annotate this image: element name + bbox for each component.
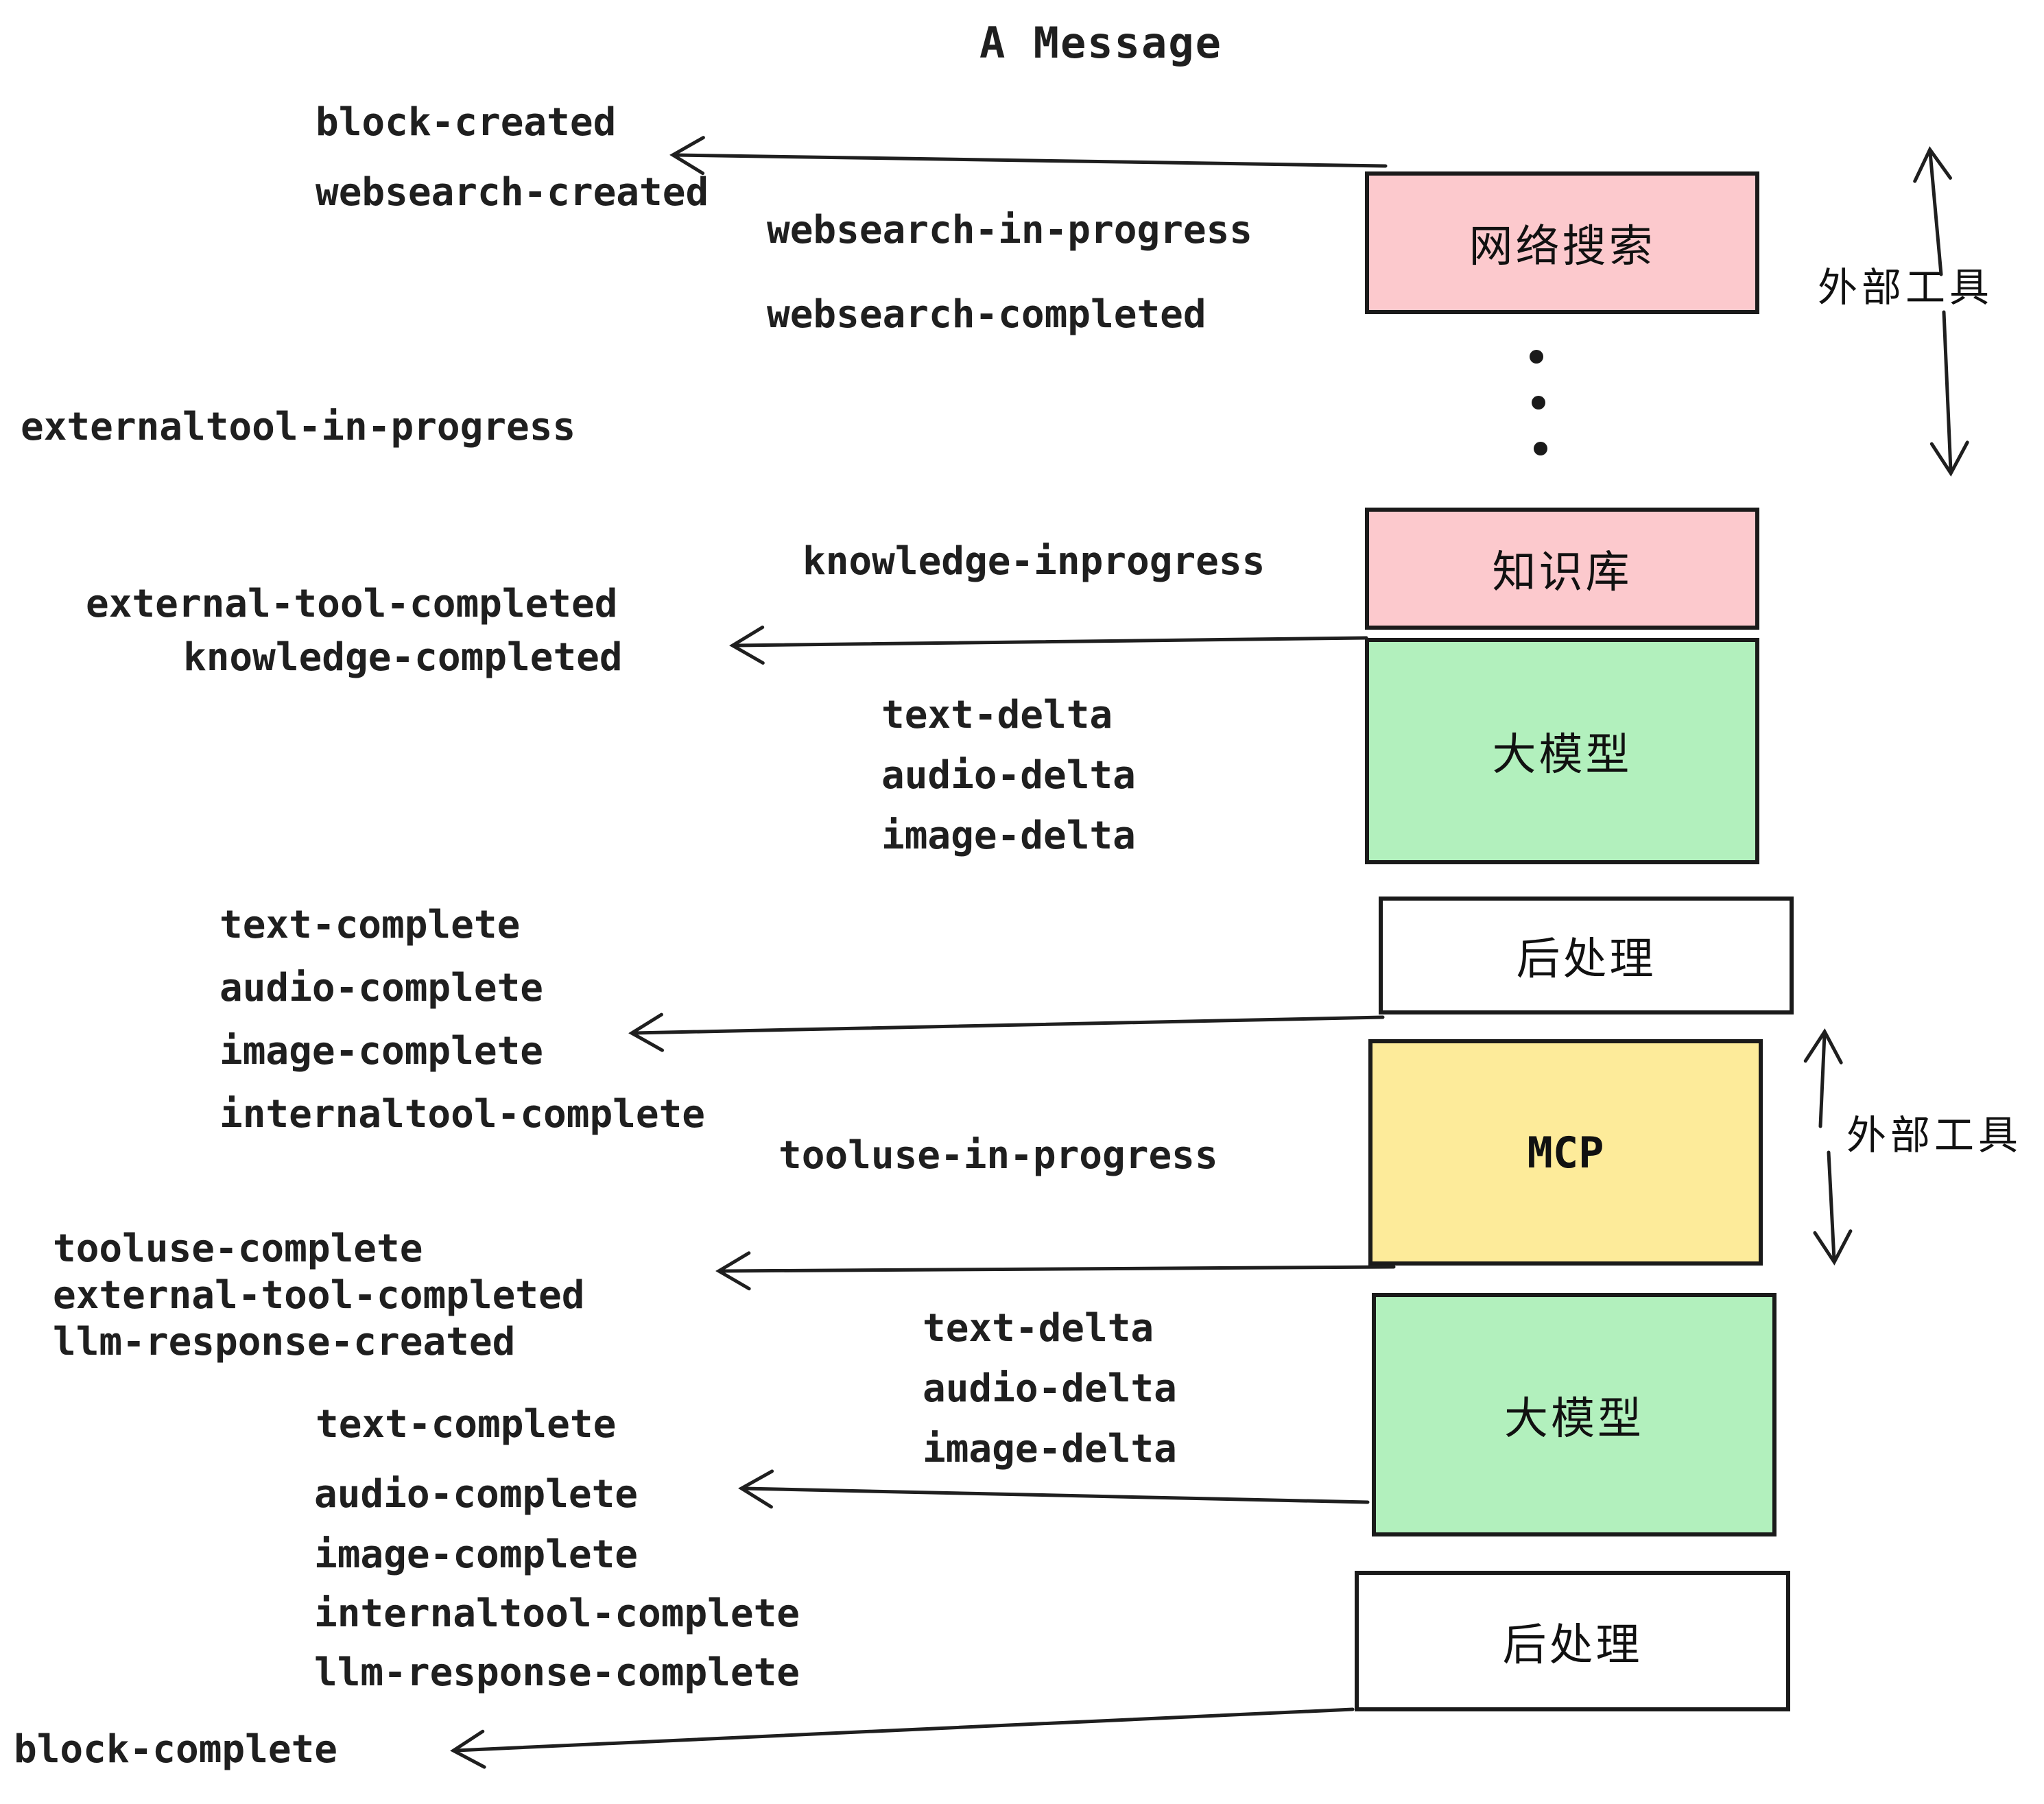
event-audio-delta-1: audio-delta xyxy=(881,753,1136,798)
event-internaltool-complete-2: internaltool-complete xyxy=(314,1591,800,1636)
arrow-to-audio-complete xyxy=(738,1469,1370,1509)
event-websearch-completed: websearch-completed xyxy=(767,292,1207,337)
event-text-delta-2: text-delta xyxy=(923,1306,1154,1351)
diagram-title: A Message xyxy=(979,18,1222,68)
event-block-complete: block-complete xyxy=(14,1727,338,1772)
event-text-delta-1: text-delta xyxy=(881,693,1113,737)
event-tooluse-complete: tooluse-complete xyxy=(53,1226,423,1271)
event-websearch-created: websearch-created xyxy=(316,170,709,215)
arrow-up-external-tools-2 xyxy=(1803,1028,1843,1128)
event-image-delta-2: image-delta xyxy=(923,1427,1177,1471)
event-external-tool-completed-2: external-tool-completed xyxy=(53,1273,585,1318)
event-llm-response-created: llm-response-created xyxy=(53,1320,516,1364)
box-knowledge-label: 知识库 xyxy=(1492,547,1632,598)
box-llm-1-label: 大模型 xyxy=(1492,730,1632,781)
event-text-complete-2: text-complete xyxy=(316,1402,617,1447)
event-knowledge-completed: knowledge-completed xyxy=(183,635,623,680)
arrow-down-external-tools-1 xyxy=(1929,310,1969,477)
box-postprocess-2: 后处理 xyxy=(1355,1571,1790,1711)
event-audio-complete-1: audio-complete xyxy=(219,966,544,1010)
box-postprocess-2-label: 后处理 xyxy=(1502,1619,1643,1671)
arrow-to-tooluse-complete xyxy=(715,1251,1396,1291)
box-websearch-label: 网络搜索 xyxy=(1469,222,1656,272)
event-audio-complete-2: audio-complete xyxy=(314,1472,639,1517)
arrow-down-external-tools-2 xyxy=(1813,1150,1853,1266)
event-externaltool-in-progress: externaltool-in-progress xyxy=(21,405,576,449)
box-mcp-label: MCP xyxy=(1527,1127,1604,1178)
event-llm-response-complete: llm-response-complete xyxy=(314,1650,800,1695)
box-postprocess-1-label: 后处理 xyxy=(1516,934,1656,985)
arrow-to-knowledge-completed xyxy=(729,626,1368,665)
arrow-to-block-created xyxy=(669,136,1388,176)
event-knowledge-inprogress: knowledge-inprogress xyxy=(803,539,1265,584)
arrow-to-block-complete xyxy=(450,1707,1355,1769)
event-block-created: block-created xyxy=(316,100,617,145)
event-internaltool-complete-1: internaltool-complete xyxy=(219,1092,706,1137)
box-mcp: MCP xyxy=(1368,1039,1763,1266)
box-llm-2-label: 大模型 xyxy=(1504,1393,1644,1445)
box-knowledge: 知识库 xyxy=(1365,508,1759,630)
event-image-delta-1: image-delta xyxy=(881,814,1136,858)
event-websearch-in-progress: websearch-in-progress xyxy=(767,208,1253,252)
event-text-complete-1: text-complete xyxy=(219,903,521,947)
box-llm-1: 大模型 xyxy=(1365,638,1759,864)
event-image-complete-2: image-complete xyxy=(314,1532,639,1577)
box-websearch: 网络搜索 xyxy=(1365,171,1759,314)
side-label-external-tools-2: 外部工具 xyxy=(1846,1112,2023,1159)
box-llm-2: 大模型 xyxy=(1372,1293,1776,1536)
event-external-tool-completed-1: external-tool-completed xyxy=(86,582,618,626)
event-tooluse-in-progress: tooluse-in-progress xyxy=(779,1133,1218,1178)
event-audio-delta-2: audio-delta xyxy=(923,1366,1177,1411)
ellipsis-dots-icon xyxy=(1530,350,1547,455)
box-postprocess-1: 后处理 xyxy=(1379,897,1794,1014)
side-label-external-tools-1: 外部工具 xyxy=(1818,264,1994,311)
event-image-complete-1: image-complete xyxy=(219,1029,544,1073)
arrow-to-image-complete xyxy=(628,1012,1385,1052)
